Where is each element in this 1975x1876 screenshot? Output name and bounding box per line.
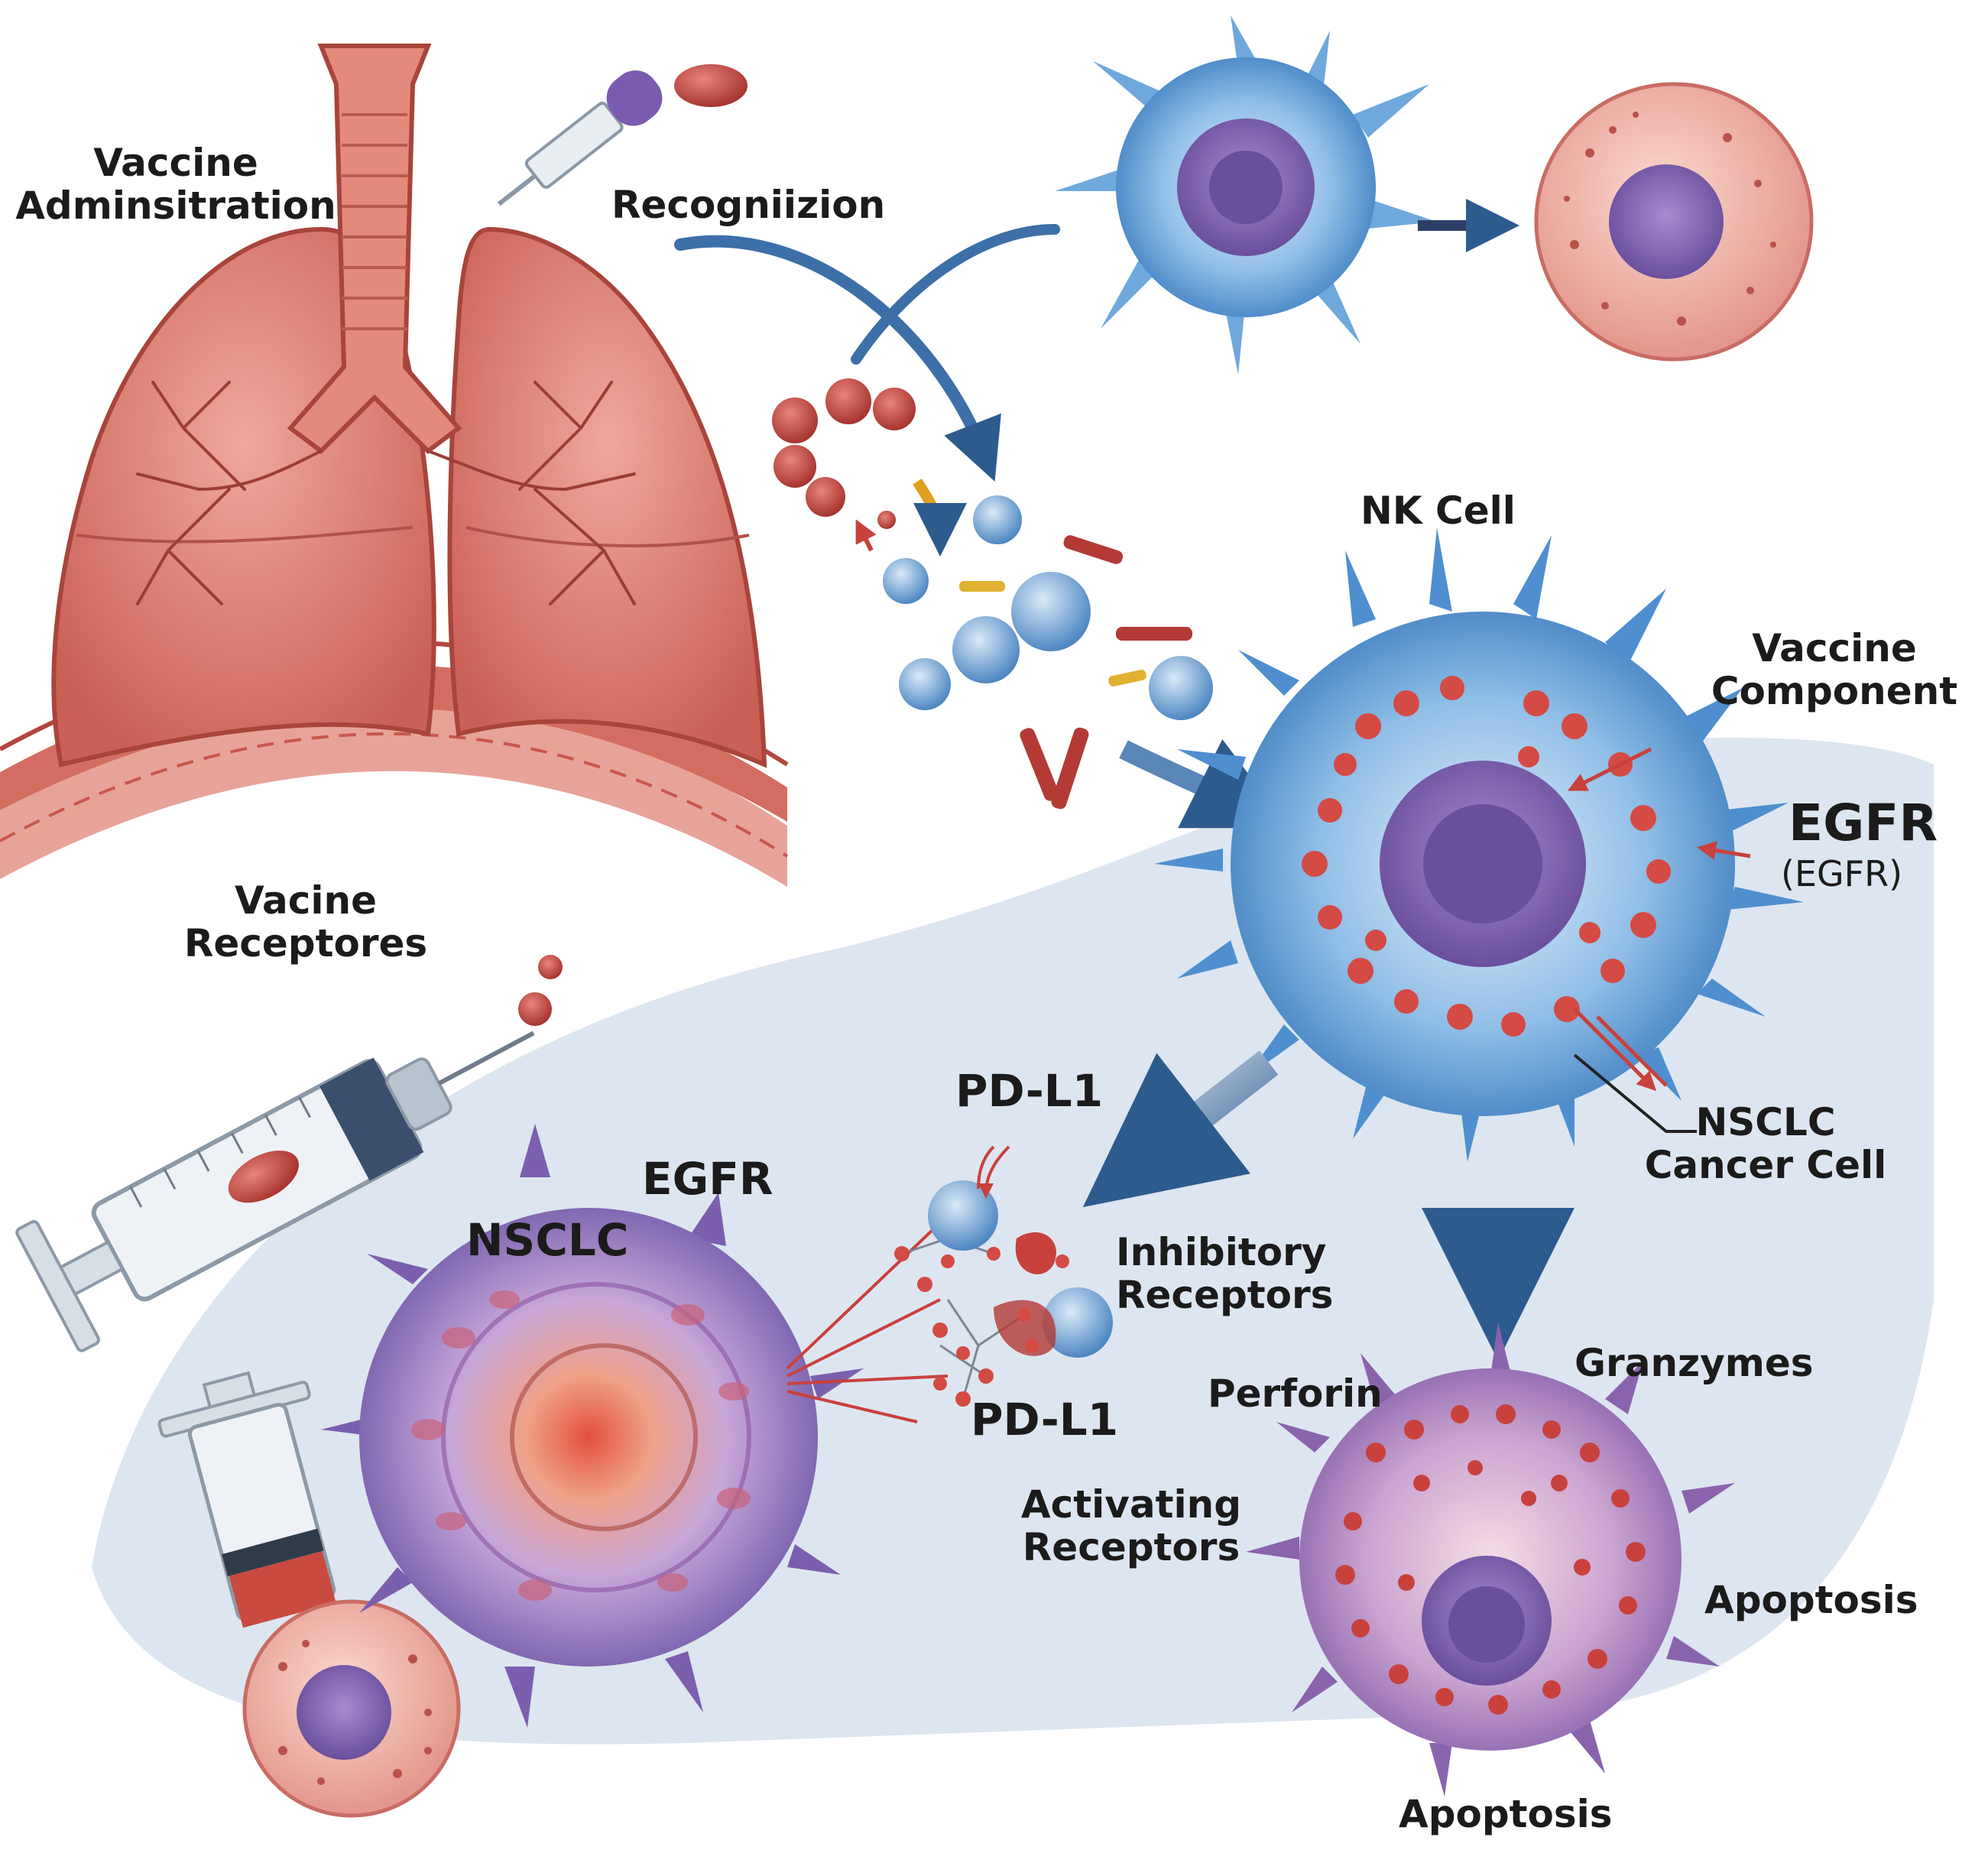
bottom-left-cell: [242, 1599, 461, 1818]
label-apoptosis-bottom: Apoptosis: [1399, 1792, 1613, 1836]
label-granzymes: Granzymes: [1574, 1341, 1814, 1385]
trachea: [287, 44, 462, 454]
label-pd-l1-top: PD-L1: [955, 1065, 1104, 1117]
antigen-particles: [772, 378, 1213, 810]
label-nsclc-cancer-cell: NSCLC Cancer Cell: [1644, 1100, 1887, 1187]
receptor-network: [786, 1145, 1113, 1423]
dendritic-cell: [1055, 15, 1437, 375]
red-cell-icon: [674, 64, 748, 107]
label-nsclc-left: NSCLC: [466, 1214, 629, 1266]
small-syringe-icon: [497, 70, 663, 206]
label-apoptosis-right: Apoptosis: [1704, 1578, 1918, 1622]
label-nk-cell: NK Cell: [1360, 488, 1516, 533]
nk-to-receptors-arrow: [1082, 1050, 1279, 1208]
label-activating-receptors: Activating Receptors: [1020, 1482, 1242, 1569]
vial-syringe-icon: [157, 1371, 336, 1628]
apoptotic-cell: [1246, 1323, 1735, 1796]
label-egfr-right-sub: (EGFR): [1781, 853, 1903, 894]
nk-granules: [1302, 676, 1671, 1037]
right-lung: [447, 226, 767, 768]
large-syringe-icon: [15, 1031, 535, 1352]
label-egfr-right: EGFR: [1789, 794, 1938, 852]
label-vaccine-component: Vaccine Component: [1711, 626, 1958, 713]
label-inhibitory-receptors: Inhibitory Receptors: [1116, 1230, 1334, 1317]
label-perforin: Perforin: [1208, 1371, 1383, 1416]
nsclc-cancer-cell: [321, 1124, 864, 1728]
label-recognition: Recogniizion: [611, 183, 886, 227]
label-vaccine-administration: Vaccine Adminsitration: [15, 141, 336, 228]
label-pd-l1-bottom: PD-L1: [971, 1394, 1119, 1446]
lungs-illustration: [51, 44, 767, 768]
recognition-arrows: [674, 224, 1060, 482]
presenting-cell: [1534, 82, 1814, 362]
particles-to-nk-arrow: [1119, 738, 1289, 829]
label-vaccine-receptors: Vacine Receptores: [183, 878, 428, 966]
label-egfr-left: EGFR: [642, 1153, 773, 1205]
